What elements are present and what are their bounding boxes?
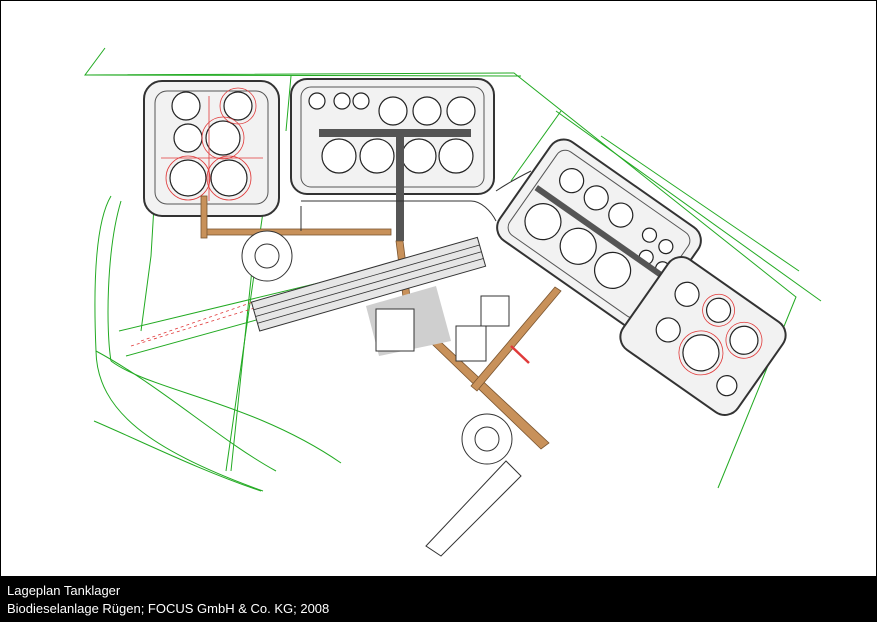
circular-installations: [241, 230, 513, 465]
caption-credit: Biodieselanlage Rügen; FOCUS GmbH & Co. …: [7, 601, 330, 616]
tank-farm-east: [496, 138, 702, 330]
process-area: [366, 286, 530, 364]
internal-road: [300, 170, 532, 231]
access-road: [425, 460, 522, 557]
tank-farm-south-east: [619, 256, 787, 416]
figure-caption: Lageplan Tanklager Biodieselanlage Rügen…: [7, 582, 329, 618]
caption-title: Lageplan Tanklager: [7, 583, 121, 598]
site-plan-drawing: [1, 1, 876, 576]
tank-farm-north: [290, 78, 495, 241]
rail-loading-station: [250, 236, 487, 332]
rail-track-lines: [130, 300, 262, 347]
tank-farm-north-west: [143, 80, 280, 217]
